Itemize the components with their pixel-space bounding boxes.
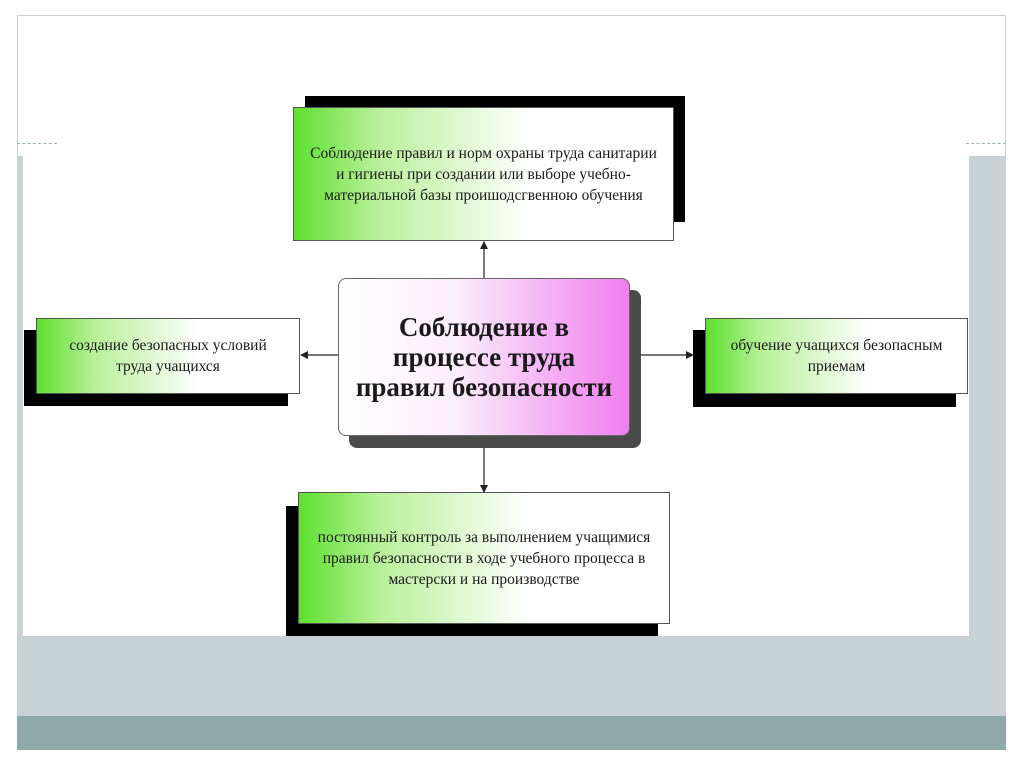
top-box-text: Соблюдение правил и норм охраны труда са… (310, 144, 657, 204)
center-box-text: Соблюдение в процессе труда правил безоп… (355, 312, 613, 402)
footer-band (17, 716, 1006, 750)
left-box: создание безопасных условий труда учащих… (36, 318, 300, 394)
left-box-text: создание безопасных условий труда учащих… (69, 337, 267, 375)
bottom-box-text: постоянный контроль за выполнением учащи… (317, 528, 651, 588)
rule-line-left (17, 143, 57, 144)
right-box-text: обучение учащихся безопасным приемам (730, 337, 943, 375)
right-box: обучение учащихся безопасным приемам (705, 318, 968, 394)
rule-line-right (966, 143, 1006, 144)
center-box: Соблюдение в процессе труда правил безоп… (338, 278, 630, 436)
top-box: Соблюдение правил и норм охраны труда са… (293, 107, 674, 241)
bottom-box: постоянный контроль за выполнением учащи… (298, 492, 670, 624)
